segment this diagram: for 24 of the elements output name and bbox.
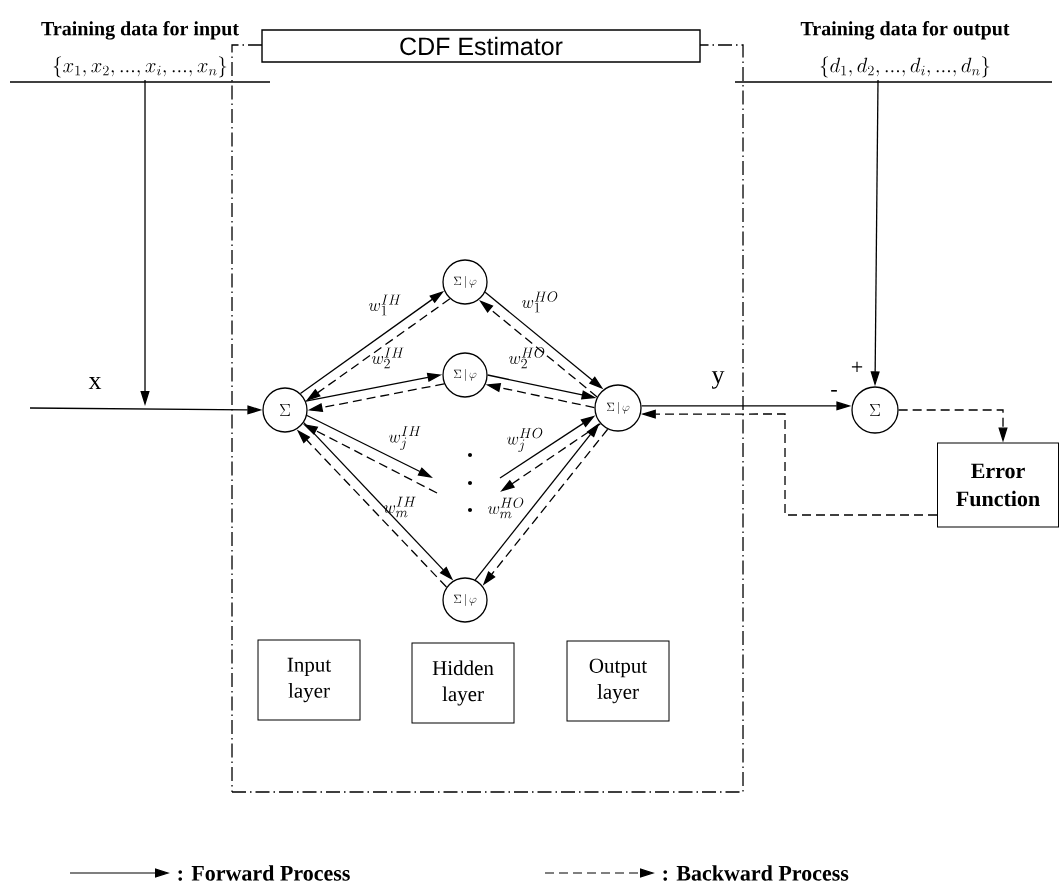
signal-label: y (711, 371, 725, 389)
sign-label: - (831, 390, 837, 392)
error-function-box: Error Function (937, 442, 1059, 528)
legend-entry: : Backward Process (544, 865, 849, 881)
legend-entry: : Forward Process (69, 865, 350, 881)
hidden-neuron: $\Sigma \,|\, \varphi$ (442, 577, 488, 623)
hidden-neuron: $\Sigma \,|\, \varphi$ (442, 259, 488, 305)
summing-junction: $\Sigma$ (851, 386, 899, 434)
layer-box: Input layer (257, 639, 361, 721)
weight-label: $w_2^{IH}$ (371, 347, 404, 369)
signal-label: x (88, 377, 102, 389)
layer-box: Output layer (566, 640, 670, 722)
sign-label: + (851, 361, 863, 373)
hidden-neuron: $\Sigma \,|\, \varphi$ (442, 352, 488, 398)
weight-label: $w_1^{IH}$ (368, 294, 401, 316)
weight-label: $w_j^{IH}$ (388, 426, 421, 450)
output-neuron: $\Sigma \,|\, \varphi$ (594, 384, 642, 432)
layer-box: Hidden layer (411, 642, 515, 724)
weight-label: $w_j^{HO}$ (506, 427, 543, 452)
weight-label: $w_1^{HO}$ (521, 291, 558, 313)
weight-label: $w_2^{HO}$ (508, 347, 545, 369)
weight-label: $w_m^{IH}$ (383, 496, 416, 518)
weight-label: $w_m^{HO}$ (487, 497, 524, 519)
input-neuron: $\Sigma$ (262, 387, 308, 433)
